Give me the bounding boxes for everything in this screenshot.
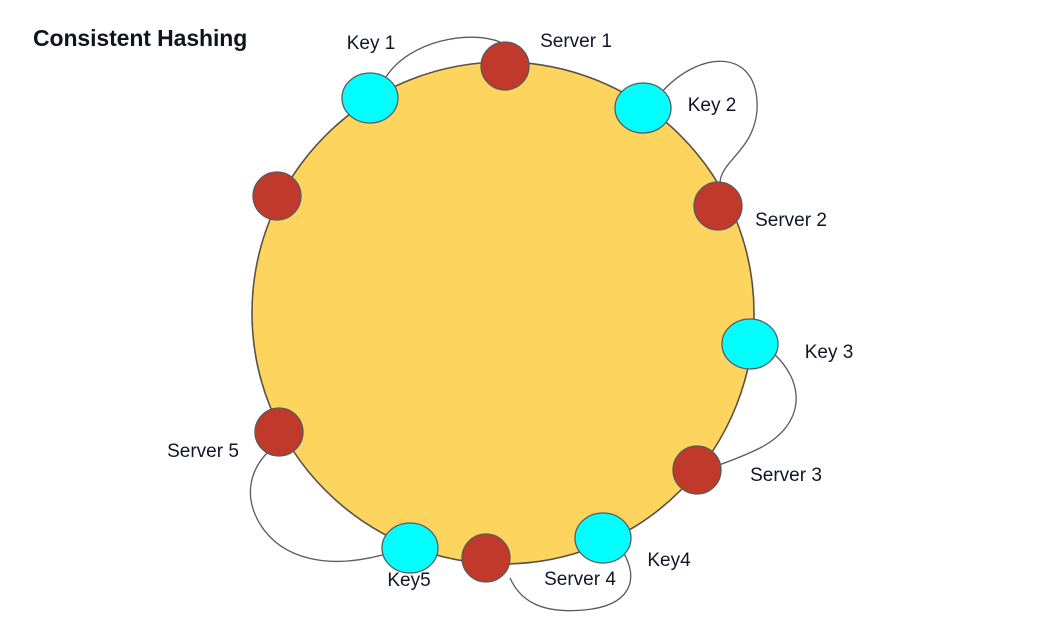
connector-key2-server2 bbox=[659, 60, 758, 183]
key-2-node[interactable] bbox=[614, 82, 672, 134]
key-3-node[interactable] bbox=[721, 318, 779, 370]
connector-key4-server4 bbox=[509, 551, 632, 612]
server-2-node[interactable] bbox=[693, 181, 743, 231]
server-1-label: Server 1 bbox=[540, 31, 612, 52]
key-3-label: Key 3 bbox=[804, 342, 854, 363]
key-4-label: Key4 bbox=[647, 550, 691, 571]
page-title: Consistent Hashing bbox=[33, 25, 248, 51]
key-1-label: Key 1 bbox=[346, 33, 396, 54]
server-1-node[interactable] bbox=[480, 41, 530, 91]
key-4-node[interactable] bbox=[574, 512, 632, 564]
server-6-node[interactable] bbox=[252, 171, 302, 221]
connector-key5-server5 bbox=[249, 451, 387, 563]
server-3-node[interactable] bbox=[672, 445, 722, 495]
key-5-label: Key5 bbox=[387, 570, 431, 591]
ring-nodes bbox=[252, 41, 779, 583]
server-5-node[interactable] bbox=[254, 407, 304, 457]
server-2-label: Server 2 bbox=[755, 210, 827, 231]
key-5-node[interactable] bbox=[381, 522, 439, 574]
server-4-label: Server 4 bbox=[544, 569, 616, 590]
hash-ring bbox=[251, 61, 755, 565]
key-1-node[interactable] bbox=[341, 72, 399, 124]
server-5-label: Server 5 bbox=[167, 441, 239, 462]
server-4-node[interactable] bbox=[461, 533, 511, 583]
connector-key1-server1 bbox=[385, 36, 501, 78]
key-2-label: Key 2 bbox=[687, 95, 737, 116]
server-3-label: Server 3 bbox=[750, 465, 822, 486]
